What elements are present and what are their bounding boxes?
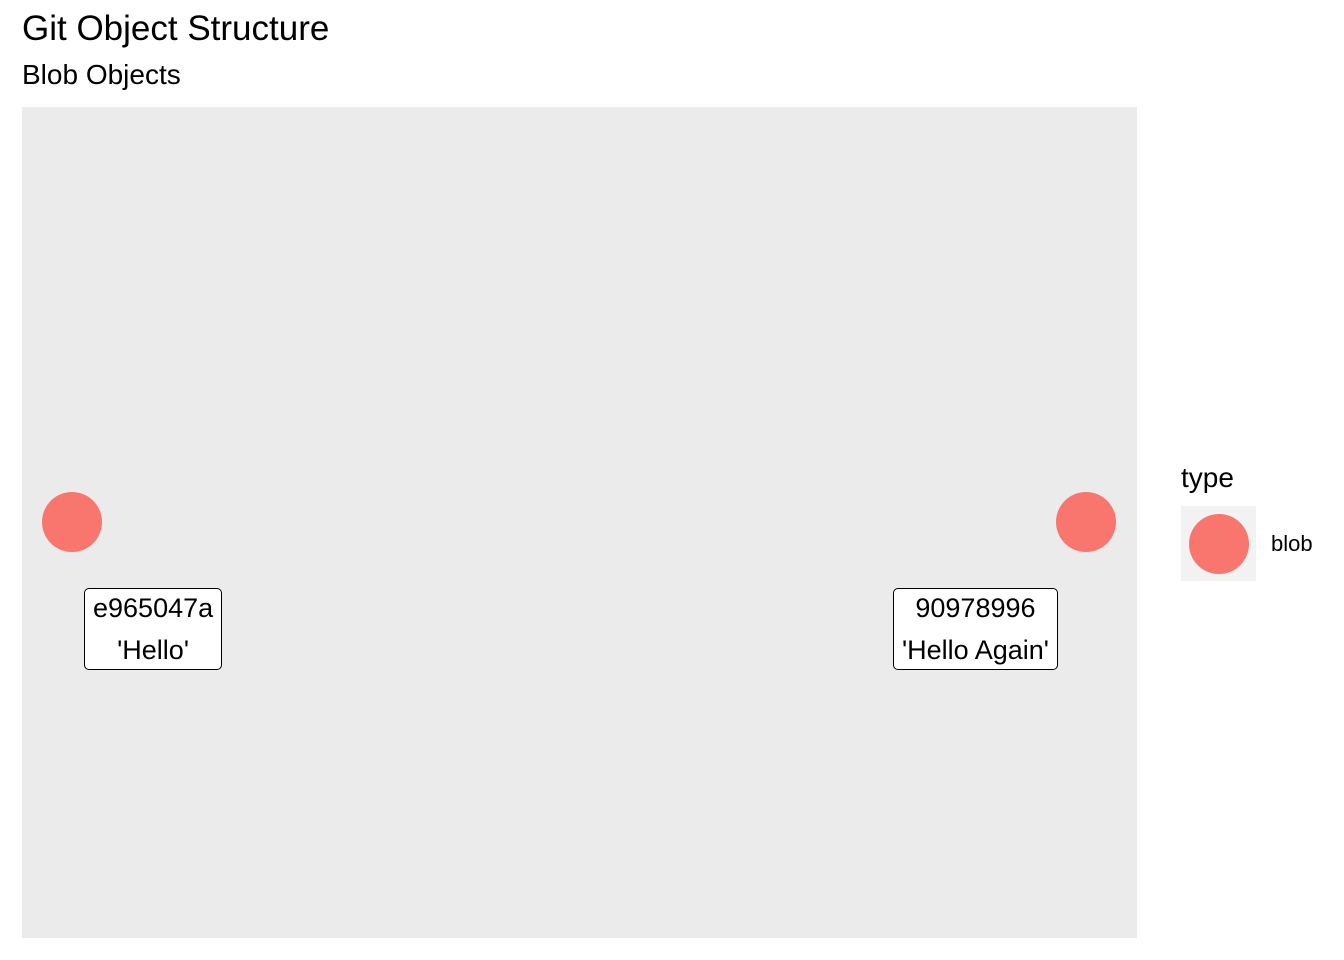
node-label-1: 90978996 'Hello Again' xyxy=(893,588,1058,670)
node-hash-1: 90978996 xyxy=(915,593,1036,623)
plot-canvas xyxy=(22,107,1137,938)
panel-background xyxy=(22,107,1137,938)
diagram-subtitle: Blob Objects xyxy=(22,59,181,90)
blob-node-1 xyxy=(1056,492,1116,552)
node-label-0: e965047a 'Hello' xyxy=(84,588,223,670)
node-content-0: 'Hello' xyxy=(117,635,189,665)
node-content-1: 'Hello Again' xyxy=(902,635,1049,665)
node-hash-0: e965047a xyxy=(93,593,214,623)
legend-title: type xyxy=(1181,462,1234,493)
legend-key xyxy=(1181,506,1256,581)
blob-node-0 xyxy=(42,492,102,552)
diagram-title: Git Object Structure xyxy=(22,9,330,48)
legend-label: blob xyxy=(1271,530,1313,556)
legend-item-blob: blob xyxy=(1181,506,1313,581)
legend: type blob xyxy=(1181,460,1313,581)
legend-dot-icon xyxy=(1188,513,1249,574)
plot-panel: e965047a 'Hello' 90978996 'Hello Again' xyxy=(22,107,1137,938)
